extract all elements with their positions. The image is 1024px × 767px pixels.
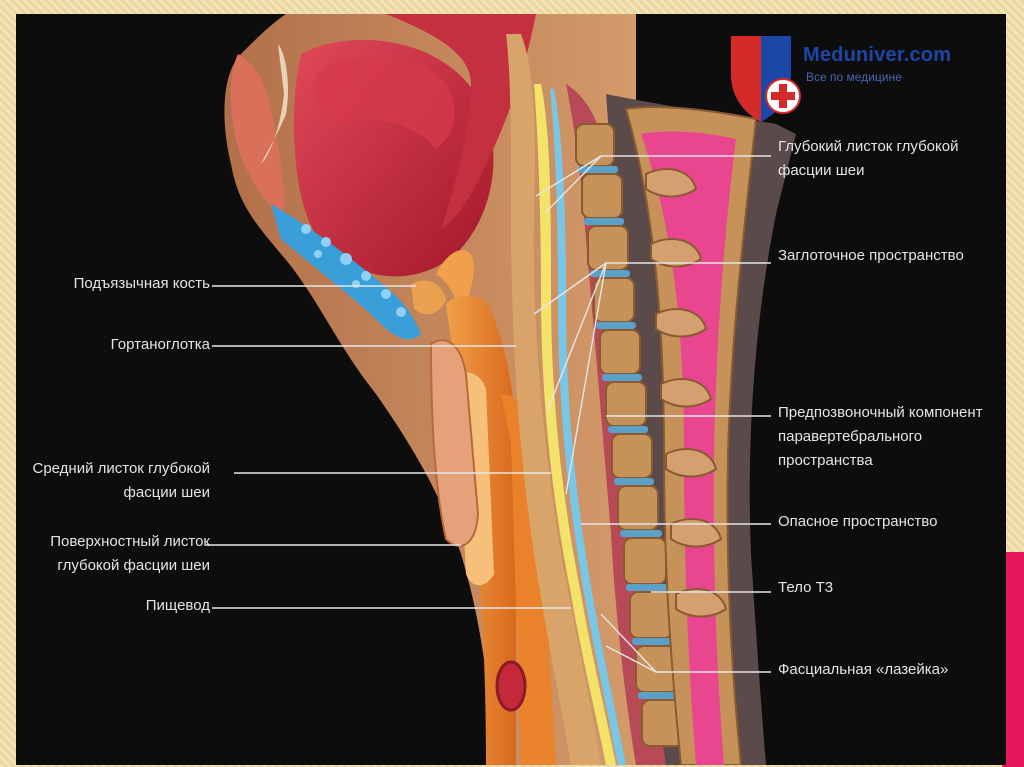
sublingual-fat xyxy=(271,204,421,340)
hyoid-bone xyxy=(411,280,446,315)
label-middle-layer-line1: Средний листок глубокой xyxy=(32,460,210,477)
logo-name: Meduniver.com xyxy=(803,44,952,66)
label-prevertebral-line3: пространства xyxy=(778,452,873,469)
anatomy-diagram: Meduniver.com Все по медицине Подъязычна… xyxy=(16,14,1006,765)
leader-lines xyxy=(206,155,771,673)
label-superficial-layer-line2: глубокой фасции шеи xyxy=(57,557,210,574)
logo-shield xyxy=(731,36,801,122)
label-middle-layer-line2: фасции шеи xyxy=(123,484,210,501)
pharyngeal-wall xyxy=(506,34,601,765)
label-retropharyngeal-space: Заглоточное пространство xyxy=(778,247,964,264)
slide-corner-accent xyxy=(1002,552,1024,767)
vessel-crosssection xyxy=(495,660,527,712)
vertebral-bodies xyxy=(575,123,685,747)
label-laryngopharynx: Гортаноглотка xyxy=(110,336,210,353)
tongue-dorsum xyxy=(316,56,455,149)
label-danger-space: Опасное пространство xyxy=(778,513,938,530)
lip xyxy=(230,54,285,219)
intervertebral-discs xyxy=(578,166,680,699)
fascia-yellow xyxy=(534,84,616,765)
label-t3-body: Тело Т3 xyxy=(778,579,834,596)
label-superficial-layer-line1: Поверхностный листок xyxy=(50,533,210,550)
spinous-processes xyxy=(645,168,728,618)
label-deep-layer-line2: фасции шеи xyxy=(778,162,865,179)
label-prevertebral-line1: Предпозвоночный компонент xyxy=(778,404,983,421)
soft-palate xyxy=(386,14,536,229)
label-prevertebral-line2: паравертебрального xyxy=(778,428,923,445)
neck-sagittal-section xyxy=(206,14,801,765)
label-esophagus: Пищевод xyxy=(145,597,210,614)
label-deep-layer-line1: Глубокий листок глубокой xyxy=(778,138,959,155)
fascia-blue xyxy=(550,89,626,765)
esophagus-tube xyxy=(501,394,556,765)
label-hyoid: Подъязычная кость xyxy=(73,275,210,292)
logo-tagline: Все по медицине xyxy=(806,70,902,84)
label-fascial-loophole: Фасциальная «лазейка» xyxy=(778,661,949,678)
